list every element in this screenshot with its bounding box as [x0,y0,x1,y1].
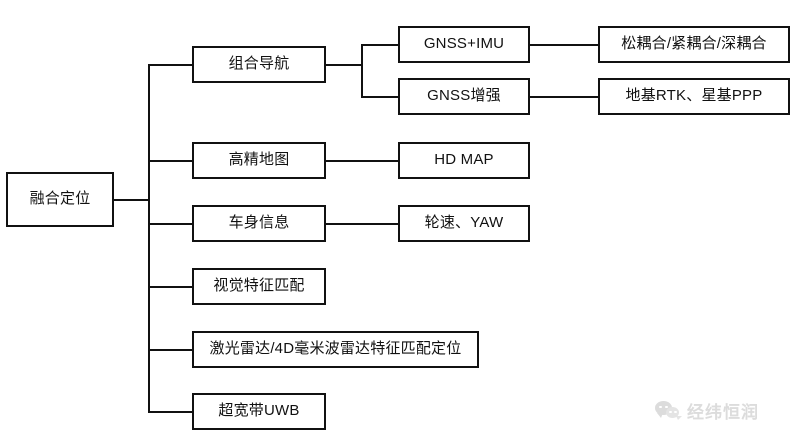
node-lidar-4d-radar-matching[interactable]: 激光雷达/4D毫米波雷达特征匹配定位 [192,331,479,368]
node-uwb-label: 超宽带UWB [218,402,300,420]
node-coupling-modes[interactable]: 松耦合/紧耦合/深耦合 [598,26,790,63]
edge-main-trunk [148,64,150,413]
edge-gnss-aug-to-rtk-ppp [530,96,600,98]
node-coupling-modes-label: 松耦合/紧耦合/深耦合 [621,35,767,53]
node-rtk-ppp[interactable]: 地基RTK、星基PPP [598,78,790,115]
node-gnss-imu[interactable]: GNSS+IMU [398,26,530,63]
edge-branch1-out [326,64,363,66]
node-wheel-speed-yaw[interactable]: 轮速、YAW [398,205,530,242]
node-wheel-speed-yaw-label: 轮速、YAW [424,214,504,232]
node-visual-feature-matching-label: 视觉特征匹配 [213,277,305,295]
edge-vehicle-info-link [326,223,398,225]
edge-trunk-to-branch-3 [148,223,194,225]
edge-trunk-to-branch-5 [148,349,194,351]
node-rtk-ppp-label: 地基RTK、星基PPP [625,87,763,105]
node-hd-map-source-label: 高精地图 [228,151,290,169]
edge-branch1-subtrunk [361,44,363,98]
edge-trunk-to-branch-6 [148,411,194,413]
node-vehicle-info[interactable]: 车身信息 [192,205,326,242]
edge-gnss-imu-to-coupling [530,44,600,46]
edge-trunk-to-branch-4 [148,286,194,288]
node-gnss-augmentation[interactable]: GNSS增强 [398,78,530,115]
edge-trunk-to-branch-2 [148,160,194,162]
edge-hdmap-link [326,160,398,162]
node-hd-map-label: HD MAP [434,151,494,169]
node-integrated-navigation-label: 组合导航 [228,55,290,73]
edge-trunk-to-branch-1 [148,64,194,66]
node-lidar-4d-radar-matching-label: 激光雷达/4D毫米波雷达特征匹配定位 [209,340,462,358]
node-hd-map-source[interactable]: 高精地图 [192,142,326,179]
node-vehicle-info-label: 车身信息 [228,214,290,232]
node-hd-map[interactable]: HD MAP [398,142,530,179]
edge-root-stub [113,199,150,201]
node-integrated-navigation[interactable]: 组合导航 [192,46,326,83]
edge-subtrunk-to-gnss-imu [361,44,400,46]
node-gnss-augmentation-label: GNSS增强 [427,87,501,105]
node-visual-feature-matching[interactable]: 视觉特征匹配 [192,268,326,305]
edge-subtrunk-to-gnss-aug [361,96,400,98]
node-root[interactable]: 融合定位 [6,172,114,227]
node-root-label: 融合定位 [29,190,91,208]
wechat-icon [655,400,682,421]
watermark-text: 经纬恒润 [687,403,759,422]
watermark: 经纬恒润 [655,398,759,423]
node-gnss-imu-label: GNSS+IMU [423,35,505,53]
node-uwb[interactable]: 超宽带UWB [192,393,326,430]
